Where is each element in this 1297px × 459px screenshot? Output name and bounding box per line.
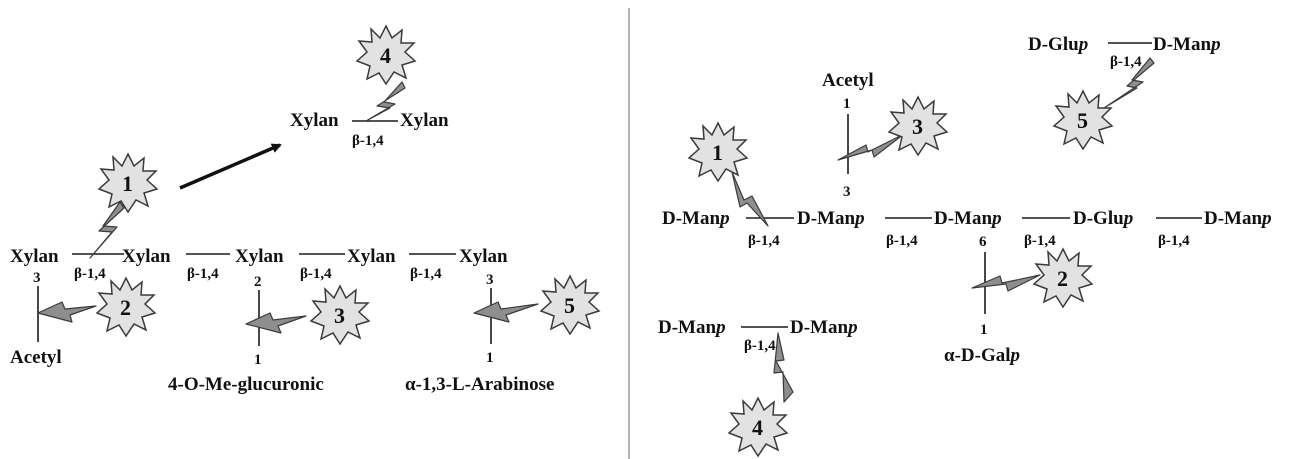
glucuronic-label: 4-O-Me-glucuronic <box>168 374 324 395</box>
arabinose-label: α-1,3-L-Arabinose <box>405 374 554 395</box>
enzyme-1-bolt <box>89 201 125 259</box>
cleavage-arrow <box>179 143 282 190</box>
enzyme-r1-bolt <box>731 171 769 227</box>
enzyme-r4-burst: 4 <box>727 396 789 458</box>
enzyme-r3-burst: 3 <box>887 95 949 157</box>
pos-acetyl-right-3: 3 <box>843 184 851 200</box>
pos-arabinose-3: 3 <box>486 272 494 288</box>
manp-bottom-right: D-Manp <box>790 317 858 338</box>
enzyme-2-bolt <box>37 301 97 323</box>
mannan-panel: D-Glup D-Manp β-1,4 Acetyl 1 3 D-Manp β-… <box>658 34 1272 458</box>
enzyme-r5-burst: 5 <box>1052 89 1114 151</box>
pos-glucuronic-2: 2 <box>254 274 262 290</box>
enzyme-3-bolt <box>245 312 307 334</box>
xylan-unit-1: Xylan <box>10 246 59 267</box>
acetyl-label: Acetyl <box>10 347 62 368</box>
enzyme-3-number: 3 <box>334 303 345 328</box>
enzyme-r1-burst: 1 <box>687 121 749 183</box>
enzyme-r1-number: 1 <box>712 140 723 165</box>
pos-arabinose-1: 1 <box>486 350 494 366</box>
pos-acetyl-right-1: 1 <box>843 96 851 112</box>
pos-gal-6: 6 <box>979 234 987 250</box>
enzyme-4-bolt <box>365 81 406 122</box>
enzyme-r2-burst: 2 <box>1032 247 1094 309</box>
linkage-bottom-dimer: β-1,4 <box>744 338 776 354</box>
acetyl-right-label: Acetyl <box>822 70 874 91</box>
enzyme-r3-number: 3 <box>912 114 923 139</box>
pos-acetyl-3: 3 <box>33 270 41 286</box>
manp-bottom-left: D-Manp <box>658 317 726 338</box>
xylan-product-left: Xylan <box>290 110 339 131</box>
galp-label: α-D-Galp <box>944 345 1020 366</box>
enzyme-1-burst: 1 <box>97 152 159 214</box>
linkage-2: β-1,4 <box>187 266 219 282</box>
linkage-3: β-1,4 <box>300 266 332 282</box>
manp-unit-3: D-Manp <box>934 208 1002 229</box>
enzyme-r5-number: 5 <box>1077 108 1088 133</box>
linkage-r3: β-1,4 <box>1024 233 1056 249</box>
enzyme-r4-number: 4 <box>752 415 763 440</box>
enzyme-5-burst: 5 <box>539 274 601 336</box>
linkage-r2: β-1,4 <box>886 233 918 249</box>
xylan-unit-4: Xylan <box>347 246 396 267</box>
linkage-r1: β-1,4 <box>748 233 780 249</box>
enzyme-2-number: 2 <box>120 295 131 320</box>
manp-top: D-Manp <box>1153 34 1221 55</box>
enzyme-r5-bolt <box>1103 57 1155 109</box>
enzyme-r2-number: 2 <box>1057 266 1068 291</box>
enzyme-1-number: 1 <box>122 171 133 196</box>
enzyme-4-burst: 4 <box>355 24 417 86</box>
linkage-r4: β-1,4 <box>1158 233 1190 249</box>
enzyme-r4-bolt <box>773 332 794 403</box>
linkage-top-dimer: β-1,4 <box>1110 54 1142 70</box>
xylan-panel: Xylan Xylan β-1,4 Xylan β-1,4 Xylan β-1,… <box>10 24 601 395</box>
xylan-unit-5: Xylan <box>459 246 508 267</box>
enzyme-r2-bolt <box>971 274 1041 292</box>
linkage-product: β-1,4 <box>352 133 384 149</box>
enzyme-5-number: 5 <box>564 293 575 318</box>
manp-unit-5: D-Manp <box>1204 208 1272 229</box>
xylan-unit-2: Xylan <box>122 246 171 267</box>
glup-unit-4: D-Glup <box>1073 208 1133 229</box>
linkage-1: β-1,4 <box>74 266 106 282</box>
xylan-unit-3: Xylan <box>235 246 284 267</box>
linkage-4: β-1,4 <box>410 266 442 282</box>
pos-glucuronic-1: 1 <box>254 352 262 368</box>
xylan-product-right: Xylan <box>400 110 449 131</box>
enzyme-2-burst: 2 <box>95 276 157 338</box>
pos-gal-1: 1 <box>980 322 988 338</box>
enzyme-4-number: 4 <box>380 43 391 68</box>
enzyme-3-burst: 3 <box>309 284 371 346</box>
manp-unit-1: D-Manp <box>662 208 730 229</box>
manp-unit-2: D-Manp <box>797 208 865 229</box>
glup-top: D-Glup <box>1028 34 1088 55</box>
enzyme-5-bolt <box>473 301 539 323</box>
